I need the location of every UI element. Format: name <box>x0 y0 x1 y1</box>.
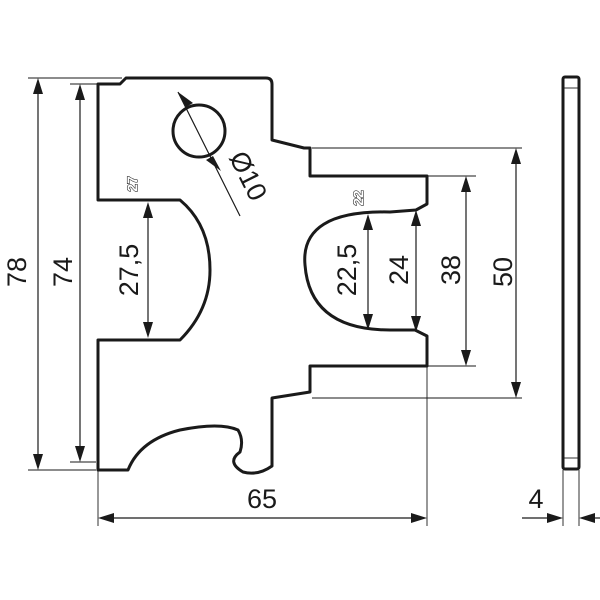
arrow-4-right <box>579 513 595 523</box>
arrow-4-left <box>547 513 563 523</box>
arrow-65-right <box>411 513 427 523</box>
arrow-27-5-top <box>143 202 153 218</box>
arrow-24-bottom <box>411 316 421 332</box>
dim-label-22-5: 22,5 <box>332 244 362 297</box>
arrow-50-bottom <box>511 382 521 398</box>
stamp-left: 27 <box>124 176 140 192</box>
dim-label-4: 4 <box>528 484 543 514</box>
arrow-27-5-bottom <box>143 322 153 338</box>
stamp-right: 22 <box>350 190 366 206</box>
arrow-74-bottom <box>75 446 85 462</box>
mounting-hole <box>171 103 227 159</box>
arrow-22-5-top <box>363 214 373 230</box>
arrow-38-bottom <box>461 350 471 366</box>
hole-arrow-top <box>178 92 193 107</box>
dim-label-78: 78 <box>2 257 32 287</box>
dim-label-74: 74 <box>48 257 78 287</box>
arrow-50-top <box>511 148 521 164</box>
arrow-78-bottom <box>33 454 43 470</box>
side-view-profile <box>561 75 581 471</box>
hole-arrow-bottom <box>206 156 221 171</box>
arrow-78-top <box>33 78 43 94</box>
dim-label-38: 38 <box>436 255 466 285</box>
dim-label-65: 65 <box>247 484 277 514</box>
arrow-74-top <box>75 84 85 100</box>
dim-label-24: 24 <box>384 255 414 285</box>
arrow-24-top <box>411 210 421 226</box>
dim-label-27-5: 27,5 <box>114 244 144 297</box>
hole-leader-line <box>177 91 241 217</box>
dim-label-50: 50 <box>488 257 518 287</box>
arrow-38-top <box>461 176 471 192</box>
arrow-65-left <box>98 513 114 523</box>
bracket-outline <box>96 76 429 475</box>
arrow-22-5-bottom <box>363 314 373 330</box>
